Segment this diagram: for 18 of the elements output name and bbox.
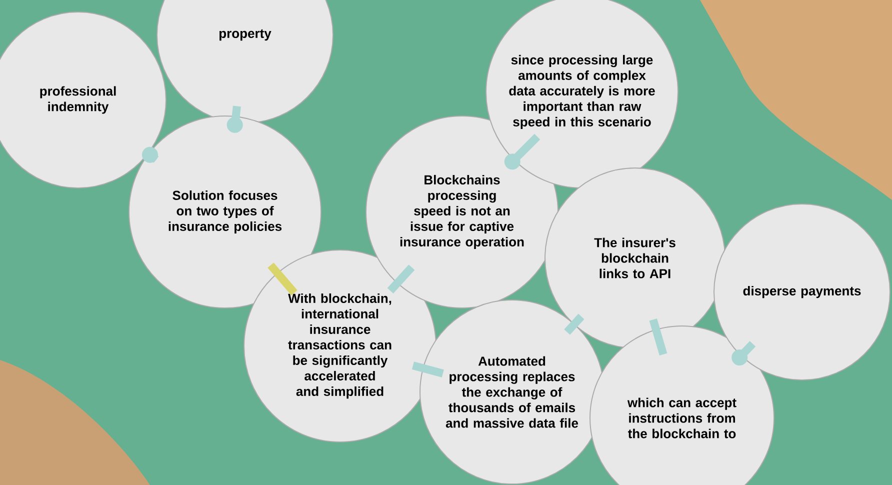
bubble: Automated processing replaces the exchange of thousands of emails and massive data file xyxy=(420,300,604,484)
connector xyxy=(504,134,540,170)
connector xyxy=(387,264,415,294)
connector xyxy=(732,341,756,366)
bubble: which can accept instructions from the blockchain to xyxy=(590,326,774,485)
node-label: disperse payments xyxy=(743,286,861,298)
connector xyxy=(649,318,668,356)
bubble: The insurer's blockchain links to API xyxy=(544,168,726,348)
node-label: Automated processing replaces the exchange of thousands of emails and massive data file xyxy=(446,356,578,428)
bubble: disperse payments xyxy=(714,204,890,380)
connector xyxy=(226,106,243,133)
bubble: professional indemnity xyxy=(0,12,166,188)
connector xyxy=(412,362,444,378)
connector xyxy=(142,146,159,163)
connector xyxy=(268,262,298,296)
node-label: which can accept instructions from the blockchain to xyxy=(627,398,736,438)
connector xyxy=(564,314,584,335)
bubble: property xyxy=(156,0,334,124)
